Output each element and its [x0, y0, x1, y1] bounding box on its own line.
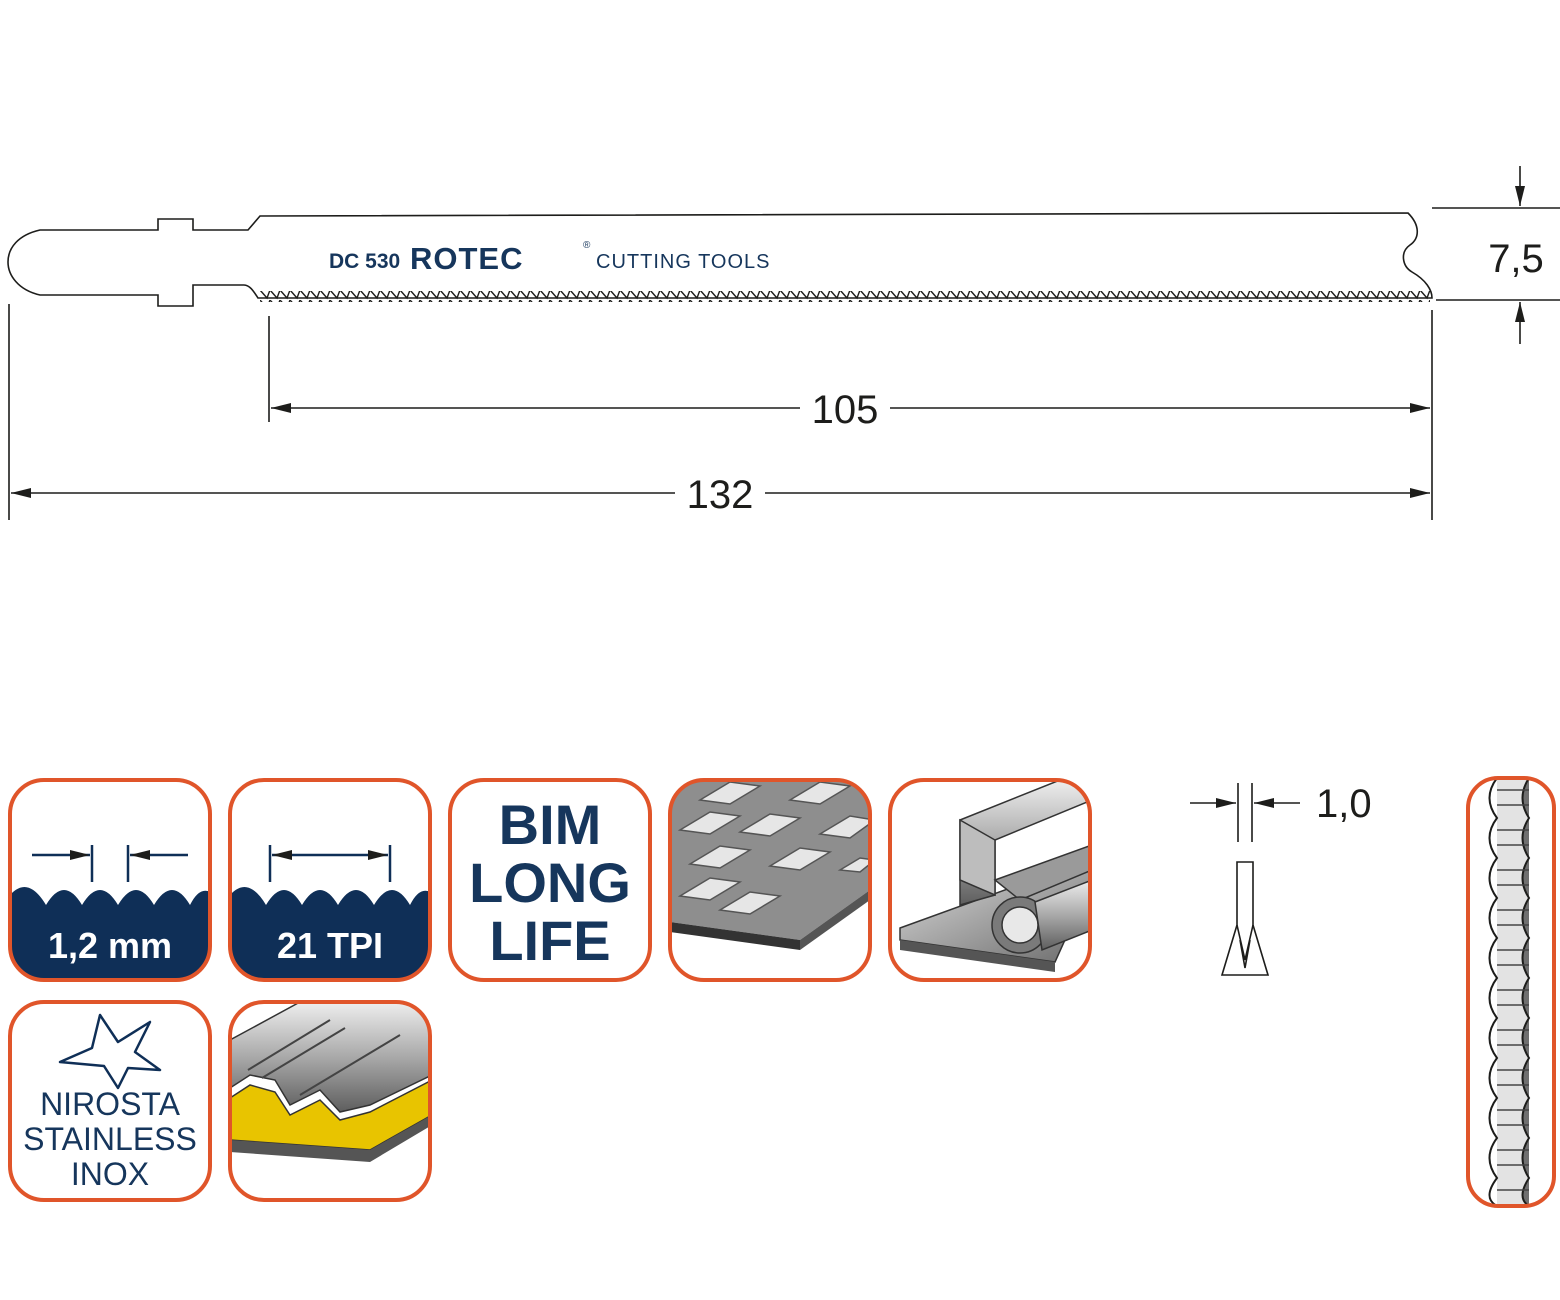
tooth-pitch-value: 1,2 mm	[48, 925, 172, 966]
working-length-label: 105	[812, 388, 879, 432]
blade-thickness-label: 1,0	[1316, 782, 1372, 826]
profile-tube-tile	[888, 778, 1092, 982]
sheet-metal-tile	[668, 778, 872, 982]
bim-line-3: LIFE	[489, 909, 610, 972]
stainless-star-icon	[58, 1013, 162, 1090]
tooth-pitch-tile: 1,2 mm	[8, 778, 212, 982]
tpi-value: 21 TPI	[277, 925, 383, 966]
tagline: CUTTING TOOLS	[596, 251, 771, 273]
wavy-set-teeth-icon	[1468, 778, 1554, 1206]
brand-logo: ROTEC	[410, 241, 524, 276]
tpi-icon	[268, 845, 392, 882]
bim-long-life-tile: BIM LONG LIFE	[448, 778, 652, 982]
stainless-tile: NIROSTA STAINLESS INOX	[8, 1000, 212, 1202]
total-length-label: 132	[687, 473, 754, 517]
model-label: DC 530	[329, 250, 400, 273]
bim-line-1: BIM	[499, 793, 602, 856]
wavy-set-tile	[1466, 776, 1556, 1208]
dimension-lines	[8, 166, 1560, 520]
sheet-metal-icon	[670, 780, 870, 980]
material-line-3: INOX	[71, 1156, 149, 1192]
blade-cross-section-icon	[1190, 783, 1300, 976]
material-line-2: STAINLESS	[23, 1121, 197, 1157]
bim-line-2: LONG	[469, 851, 631, 914]
profile-tube-icon	[890, 780, 1090, 980]
tpi-tile: 21 TPI	[228, 778, 432, 982]
sandwich-panel-icon	[230, 1002, 430, 1200]
blade-width-label: 7,5	[1488, 237, 1544, 281]
material-line-1: NIROSTA	[40, 1086, 181, 1122]
sandwich-panel-tile	[228, 1000, 432, 1202]
jigsaw-blade	[7, 212, 1433, 307]
registered-mark: ®	[583, 240, 591, 251]
blade-teeth	[260, 291, 1430, 302]
tooth-pitch-icon	[32, 845, 188, 882]
